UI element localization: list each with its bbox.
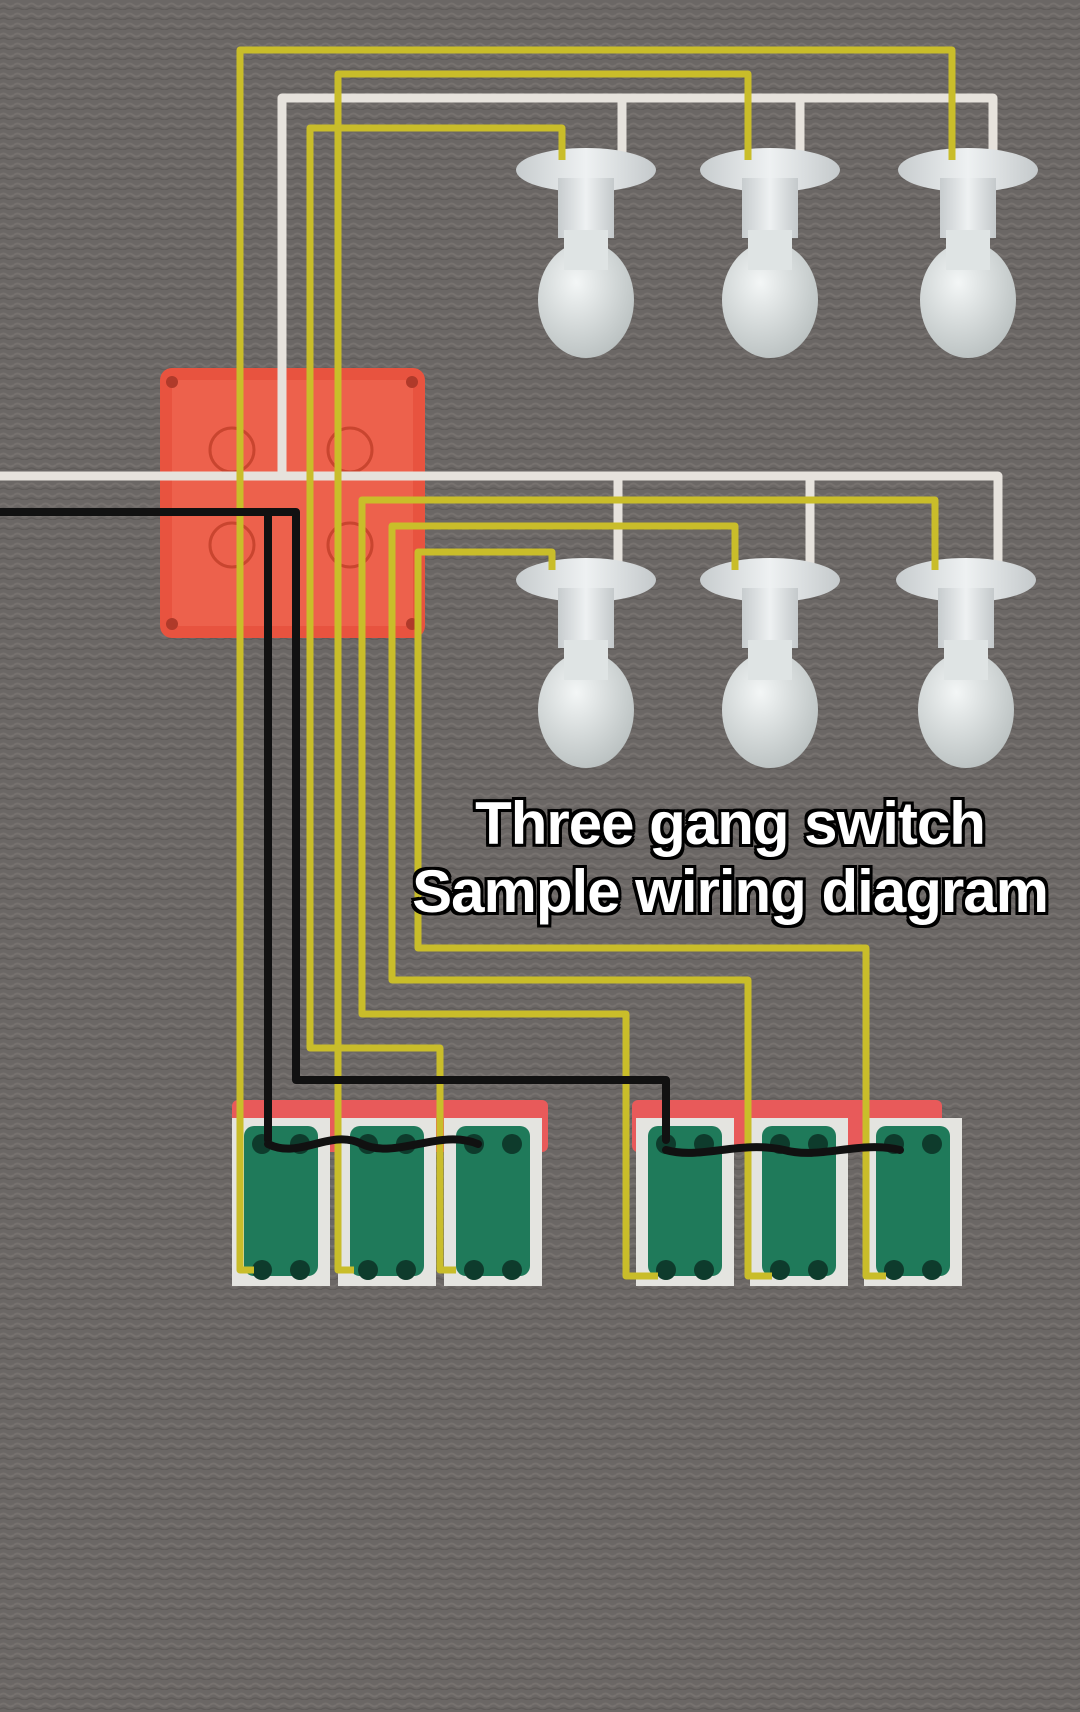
switched-wire-bulb-6 xyxy=(358,496,939,1280)
switched-wire-bulb-4 xyxy=(414,548,886,1280)
live-jumper-left xyxy=(264,1135,482,1153)
neutral-wire-top xyxy=(277,93,998,476)
light-bulb-icon xyxy=(516,148,656,358)
light-bulb-icon xyxy=(700,148,840,358)
switched-wire-bulb-5 xyxy=(388,522,772,1280)
bulb-row-top xyxy=(516,148,1038,358)
live-wire-main xyxy=(0,508,670,1144)
switched-wire-bulb-1 xyxy=(306,124,566,1274)
bulb-row-bottom xyxy=(516,558,1036,768)
live-jumper-right xyxy=(662,1143,904,1157)
switch-bank-left xyxy=(232,1100,548,1286)
title-line-2: Sample wiring diagram xyxy=(412,858,1049,925)
switched-wire-bulb-2 xyxy=(334,70,752,1274)
switched-wires xyxy=(236,46,956,1280)
light-bulb-icon xyxy=(896,558,1036,768)
light-bulb-icon xyxy=(700,558,840,768)
title-line-1: Three gang switch xyxy=(475,790,986,857)
neutral-wire-main xyxy=(0,471,1003,570)
light-bulb-icon xyxy=(516,558,656,768)
diagram-title: Three gang switch Sample wiring diagram xyxy=(400,790,1060,926)
light-bulb-icon xyxy=(898,148,1038,358)
live-wires xyxy=(0,508,904,1157)
switched-wire-bulb-3 xyxy=(236,46,956,1274)
switch-bank-right xyxy=(632,1100,962,1286)
